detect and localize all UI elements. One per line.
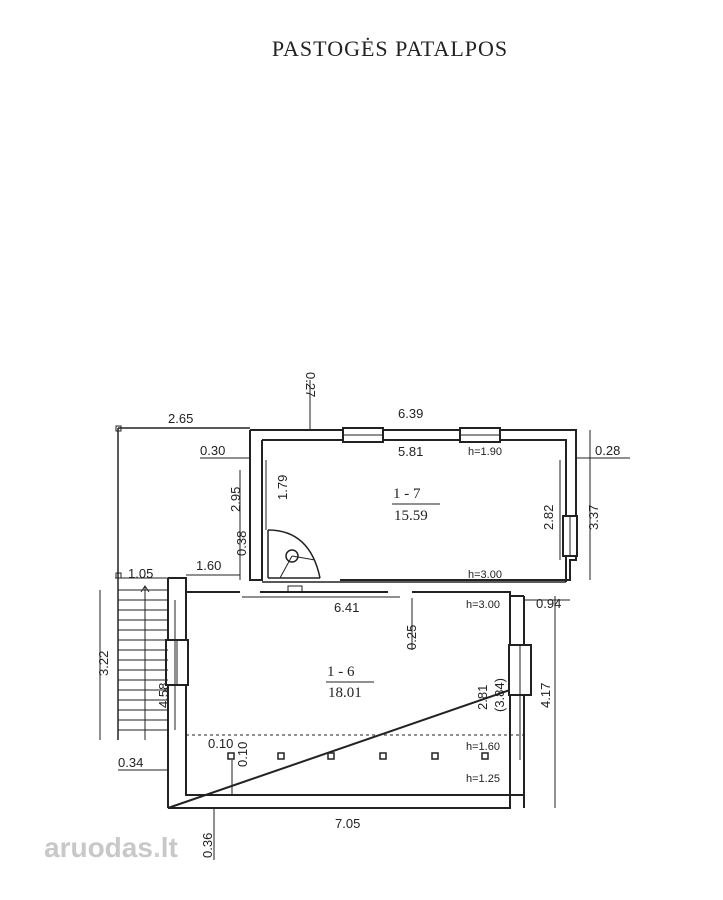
dim-0-34: 0.34 xyxy=(118,755,143,770)
dim-2-81: 2.81 xyxy=(475,685,490,710)
watermark-domain: lt xyxy=(160,832,178,863)
height-1-25: h=1.25 xyxy=(466,773,500,785)
dim-1-60: 1.60 xyxy=(196,558,221,573)
roof-posts xyxy=(227,752,489,760)
dim-0-27: 0.27 xyxy=(303,372,318,397)
room-1-6-id: 1 - 6 xyxy=(327,664,355,680)
stair-arrow xyxy=(140,585,150,600)
dim-6-39: 6.39 xyxy=(398,406,423,421)
dim-1-05: 1.05 xyxy=(128,566,153,581)
stair-treads xyxy=(118,589,168,740)
dim-1-79: 1.79 xyxy=(275,475,290,500)
height-3-00-b: h=3.00 xyxy=(466,599,500,611)
room-1-7-left-wall xyxy=(249,430,263,581)
dim-0-30: 0.30 xyxy=(200,443,225,458)
dim-0-10-a: 0.10 xyxy=(208,736,233,751)
watermark-brand: aruodas xyxy=(44,832,153,863)
dim-5-81: 5.81 xyxy=(398,444,423,459)
dim-3-22: 3.22 xyxy=(96,651,111,676)
dim-0-36: 0.36 xyxy=(200,833,215,858)
dim-6-41: 6.41 xyxy=(334,600,359,615)
height-1-90: h=1.90 xyxy=(468,446,502,458)
dim-0-10-b: 0.10 xyxy=(235,742,250,767)
dim-7-05: 7.05 xyxy=(335,816,360,831)
height-1-60: h=1.60 xyxy=(466,741,500,753)
room-1-6-outer-wall xyxy=(167,577,511,809)
dim-4-17: 4.17 xyxy=(538,683,553,708)
dim-0-94: 0.94 xyxy=(536,596,561,611)
room-1-7-area: 15.59 xyxy=(394,508,428,524)
dim-4-58: 4.58 xyxy=(156,683,171,708)
balcony-outline xyxy=(117,427,250,740)
dim-2-95: 2.95 xyxy=(228,487,243,512)
dim-0-25: 0.25 xyxy=(404,625,419,650)
dim-0-28: 0.28 xyxy=(595,443,620,458)
dim-3-84: (3.84) xyxy=(492,678,507,712)
room-1-7-id: 1 - 7 xyxy=(393,486,421,502)
watermark-logo: aruodas.lt xyxy=(44,832,178,863)
dim-3-37: 3.37 xyxy=(586,505,601,530)
dim-2-65: 2.65 xyxy=(168,411,193,426)
room-1-6-area: 18.01 xyxy=(328,685,362,701)
hatch-arc xyxy=(267,529,321,579)
height-3-00-a: h=3.00 xyxy=(468,569,502,581)
dim-0-38: 0.38 xyxy=(234,531,249,556)
plan-title: PASTOGĖS PATALPOS xyxy=(271,36,509,61)
dim-2-82: 2.82 xyxy=(541,505,556,530)
room-1-7-outer-wall xyxy=(250,429,577,581)
